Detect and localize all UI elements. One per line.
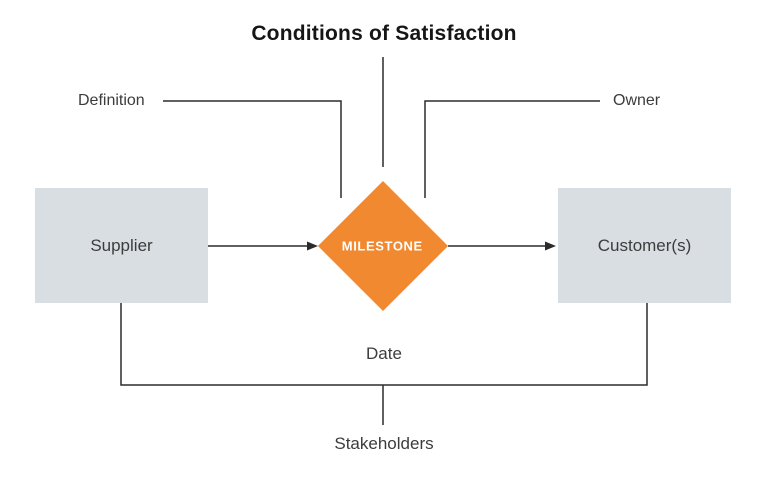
stakeholders-label: Stakeholders: [334, 434, 434, 453]
stakeholders-bracket-line: [120, 303, 648, 386]
supplier-node-label: Supplier: [90, 235, 153, 255]
definition-label: Definition: [78, 92, 145, 109]
supplier-to-milestone-arrowhead: [307, 241, 318, 251]
supplier-node: Supplier: [35, 188, 208, 303]
customer-node-label: Customer(s): [597, 235, 692, 255]
milestone-to-customer-arrowhead: [545, 241, 556, 251]
owner-label: Owner: [613, 92, 661, 109]
owner-connector-line: [424, 100, 600, 198]
milestone-node-label: MILESTONE: [342, 238, 424, 254]
customer-node: Customer(s): [558, 188, 731, 303]
date-label: Date: [366, 344, 402, 363]
definition-connector-line: [163, 100, 342, 198]
diagram-title: Conditions of Satisfaction: [251, 22, 517, 45]
